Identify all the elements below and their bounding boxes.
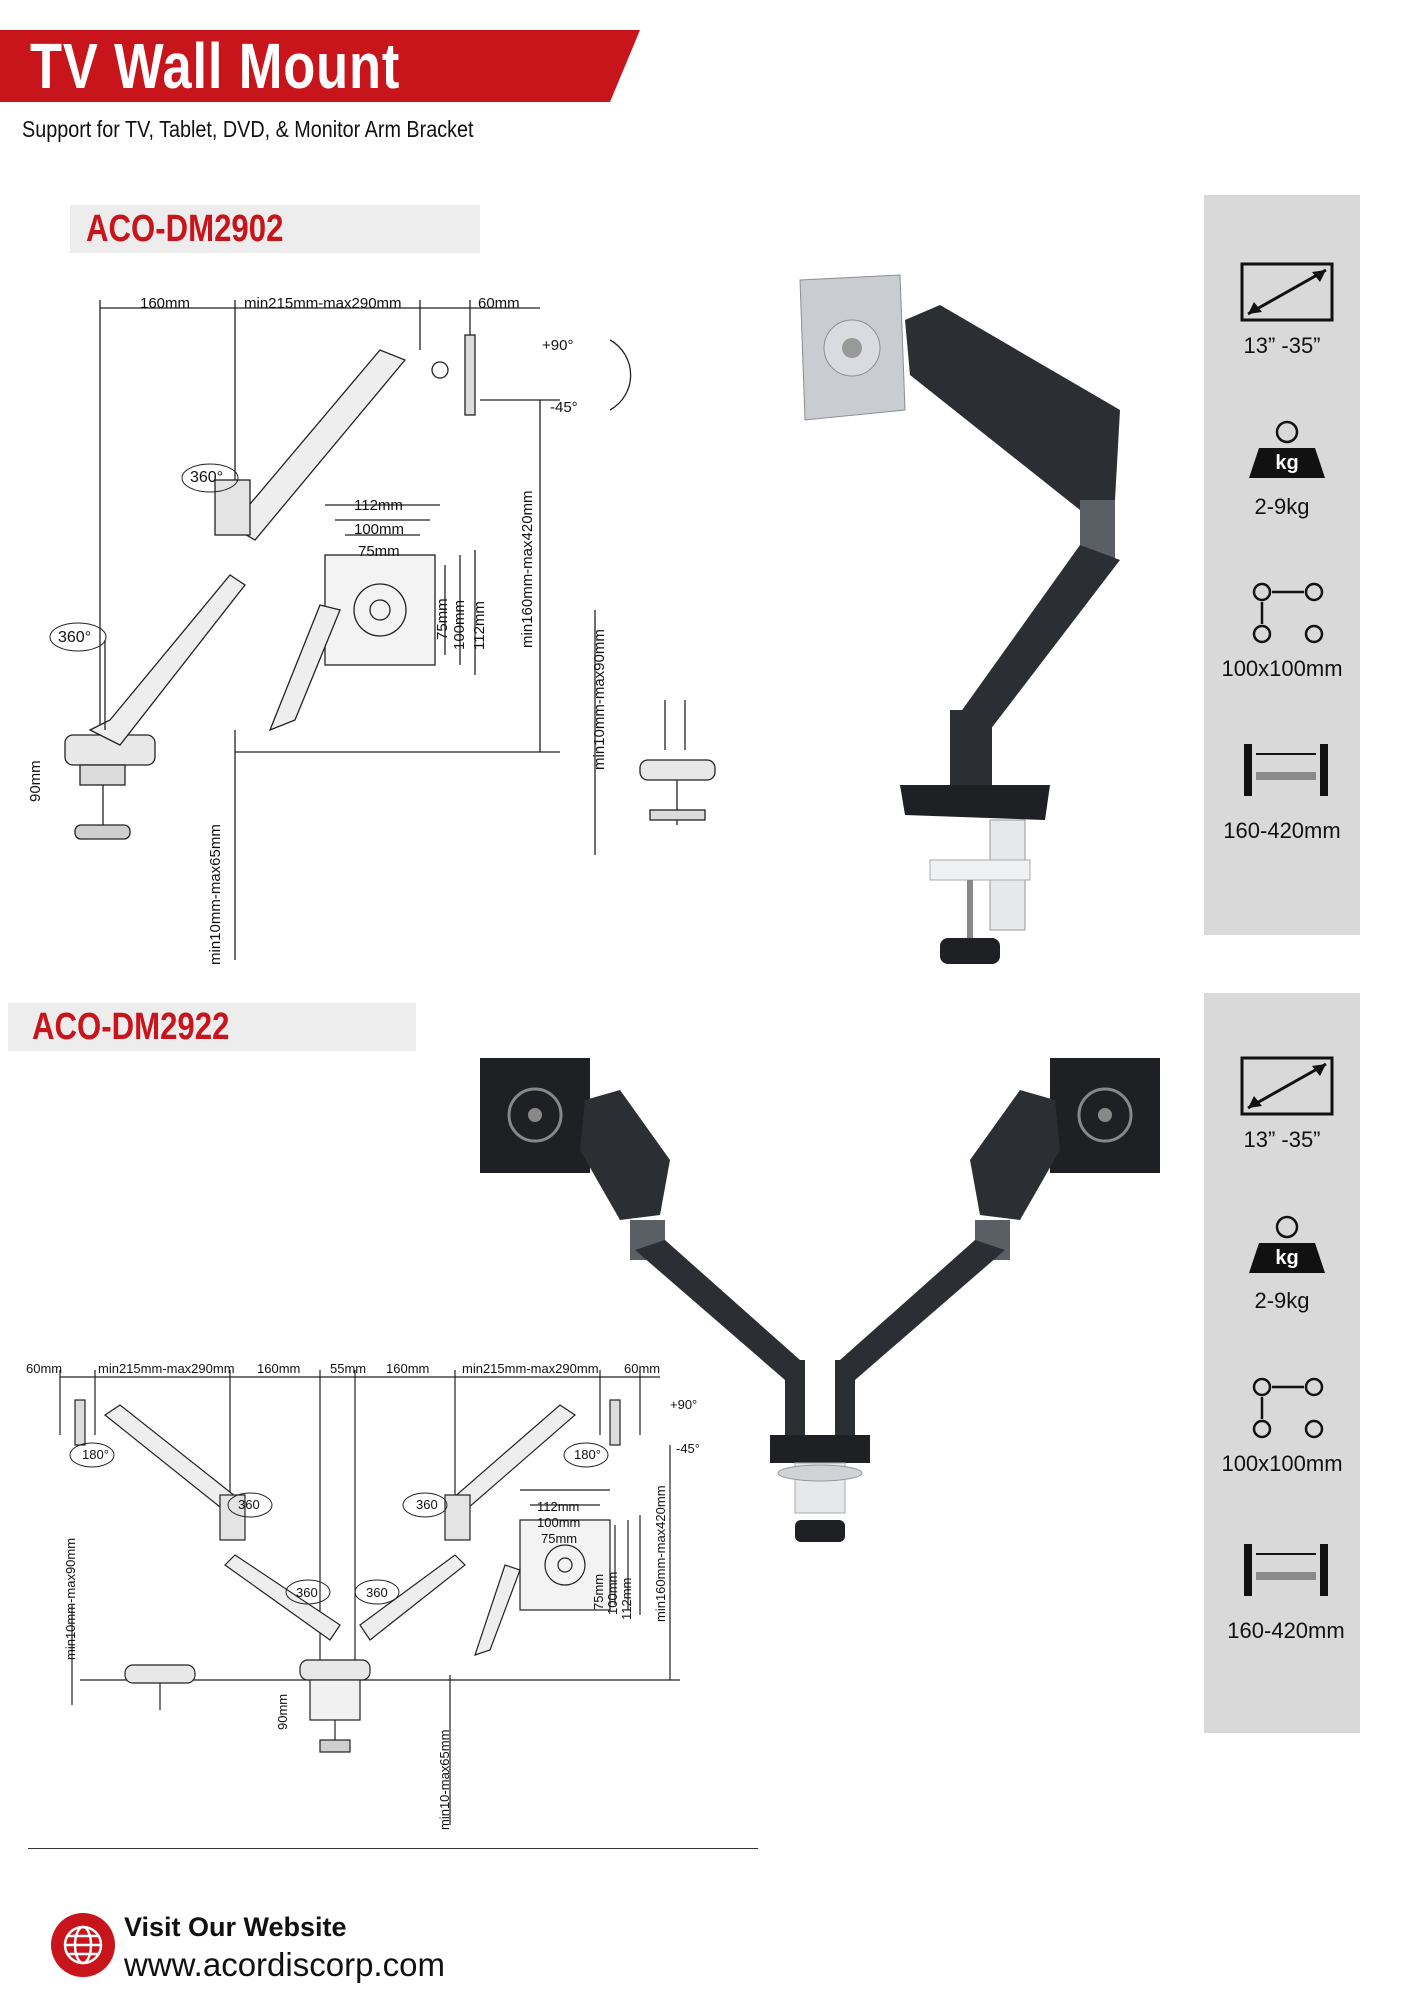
dim-base: 90mm [27,760,44,802]
rotation-lower: 360° [58,629,92,646]
dim-vesa-v-112: 112mm [619,1577,634,1620]
dim-vesa-100: 100mm [537,1515,581,1530]
dim-tilt-down: -45° [550,399,578,416]
dim-plate-offset-left: 60mm [26,1361,63,1376]
model-tag-dm2922: ACO-DM2922 [8,1003,416,1051]
dim-arm-offset: 160mm [140,295,191,312]
dim-vesa-75: 75mm [541,1531,578,1546]
weight-icon-label: kg [1275,1247,1299,1269]
weight-icon [1249,420,1325,478]
dim-clamp-opening: min10mm-max90mm [63,1537,78,1660]
title-banner [0,30,640,102]
rotation-lower-left: 360 [296,1585,318,1600]
rotation-upper: 360° [190,469,224,486]
dim-arm-length-right: min215mm-max290mm [462,1361,599,1376]
spec-screen-size: 13” -35” [1243,333,1321,358]
footer-divider [28,1848,758,1849]
dim-tilt-up: +90° [542,337,574,354]
rotation-upper-right: 360 [416,1497,438,1512]
page-subtitle: Support for TV, Tablet, DVD, & Monitor A… [22,116,474,142]
spec-vesa: 100x100mm [1221,1451,1343,1476]
vesa-icon [1252,582,1324,644]
rotation-head-right: 180° [574,1447,601,1462]
product-photo-dm2902 [799,274,1120,964]
dim-vesa-v-75: 75mm [434,598,451,640]
dim-height: min160mm-max420mm [519,490,536,648]
spec-screen-size: 13” -35” [1243,1127,1321,1152]
rotation-lower-right: 360 [366,1585,388,1600]
dim-center-gap: 55mm [330,1361,367,1376]
dim-arm-offset-left: 160mm [257,1361,301,1376]
spec-desk-thickness: 160-420mm [1223,818,1341,843]
spec-weight: 2-9kg [1254,1288,1310,1313]
dim-arm-offset-right: 160mm [386,1361,430,1376]
spec-weight: 2-9kg [1254,494,1310,519]
dim-vesa-v-112: 112mm [471,601,488,650]
desk-thickness-icon [1244,1544,1328,1596]
footer-heading: Visit Our Website [124,1912,347,1942]
page-title: TV Wall Mount [30,30,401,102]
weight-icon [1249,1215,1325,1273]
dim-arm-length: min215mm-max290mm [244,295,402,312]
dim-arm-length-left: min215mm-max290mm [98,1361,235,1376]
product-photo-dm2922 [480,1058,1160,1542]
dim-vesa-v-75: 75mm [591,1573,606,1610]
dim-vesa-112: 112mm [354,497,403,514]
website-link[interactable]: www.acordiscorp.com [124,1946,445,1983]
dim-tilt-up: +90° [670,1397,698,1412]
spec-panel-dm2922 [1204,993,1360,1733]
technical-drawing-dm2922 [59,1370,680,1825]
screen-size-icon [1240,1056,1334,1116]
globe-icon [51,1913,115,1977]
dim-tilt-down: -45° [676,1441,700,1456]
dim-vesa-v-100: 100mm [605,1571,620,1615]
rotation-upper-left: 360 [238,1497,260,1512]
dim-grommet: min10-max65mm [437,1729,452,1830]
desk-thickness-icon [1244,744,1328,796]
screen-size-icon [1240,262,1334,322]
dim-vesa-75: 75mm [358,543,400,560]
vesa-icon [1252,1377,1324,1439]
dim-plate-offset: 60mm [478,295,520,312]
dim-clamp-opening: min10mm-max90mm [591,629,608,770]
dim-vesa-112: 112mm [537,1499,580,1514]
dim-base: 90mm [275,1693,290,1730]
weight-icon-label: kg [1275,452,1299,474]
model-label: ACO-DM2922 [32,1006,230,1048]
dim-grommet: min10mm-max65mm [207,824,224,965]
dim-plate-offset-right: 60mm [624,1361,661,1376]
spec-panel-dm2902 [1204,195,1360,935]
model-tag-dm2902: ACO-DM2902 [70,205,480,253]
spec-desk-thickness: 160-420mm [1227,1618,1345,1643]
rotation-head-left: 180° [82,1447,109,1462]
spec-vesa: 100x100mm [1221,656,1343,681]
technical-drawing-dm2902 [49,300,716,960]
model-label: ACO-DM2902 [86,208,284,250]
dim-vesa-100: 100mm [354,521,405,538]
dim-vesa-v-100: 100mm [451,599,468,650]
